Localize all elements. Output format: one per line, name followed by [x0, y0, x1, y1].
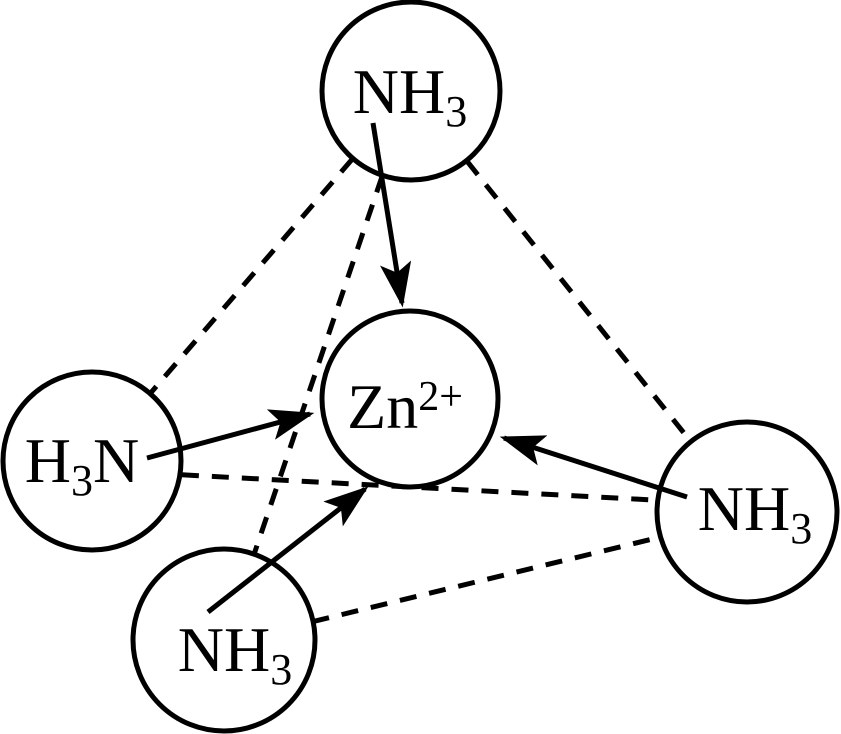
circle-zinc-ion: [319, 308, 501, 490]
arrow-top-to-zinc: [370, 122, 412, 308]
circle-ammonia-top: [319, 0, 503, 183]
formula-main: N: [93, 425, 139, 496]
formula-subscript: 3: [445, 87, 467, 136]
circle-ammonia-right: [654, 419, 840, 605]
label-ammonia-bottom: NH3: [178, 614, 292, 694]
arrow-left-to-zinc: [146, 409, 315, 461]
arrow-right-to-zinc: [499, 435, 688, 500]
formula-main: H: [25, 425, 71, 496]
formula-main: NH: [698, 473, 790, 544]
coordinate-bond-arrows: [146, 122, 688, 614]
label-ammonia-top: NH3: [353, 56, 467, 136]
formula-main: NH: [178, 614, 270, 685]
dashed-edges: [90, 89, 749, 646]
node-labels: NH3 Zn2+ H3N NH3 NH3: [25, 56, 812, 694]
circle-ammonia-bottom: [130, 546, 318, 734]
formula-subscript: 3: [270, 645, 292, 694]
label-ammonia-left: H3N: [25, 425, 139, 505]
dashed-edge-top-bottom: [222, 90, 414, 641]
arrow-bottom-to-zinc: [206, 486, 369, 614]
label-zinc-ion: Zn2+: [347, 371, 463, 442]
formula-subscript: 3: [71, 456, 93, 505]
formula-superscript: 2+: [418, 374, 463, 420]
formula-main: NH: [353, 56, 445, 127]
formula-main: Zn: [347, 371, 418, 442]
circle-ammonia-left: [0, 369, 184, 553]
label-ammonia-right: NH3: [698, 473, 812, 553]
dashed-edge-left-right: [91, 467, 748, 508]
dashed-edge-top-left: [90, 89, 413, 463]
formula-subscript: 3: [790, 504, 812, 553]
